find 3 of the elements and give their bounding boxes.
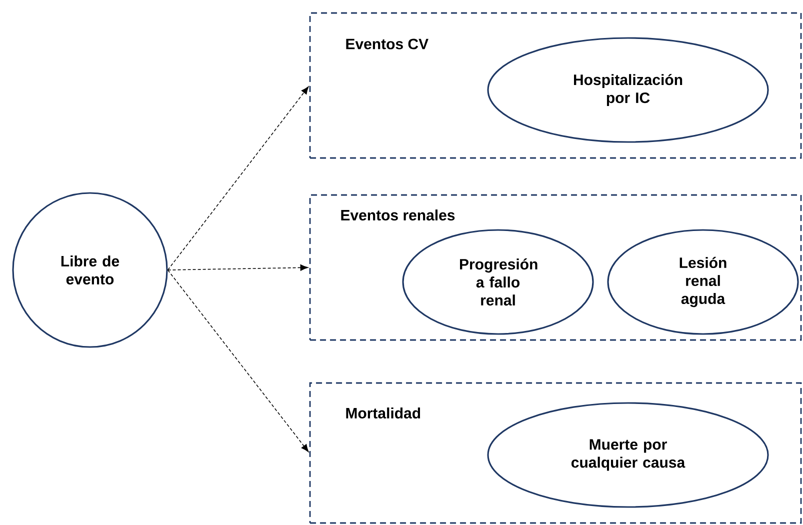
arrow <box>167 264 308 271</box>
arrow <box>167 270 309 452</box>
arrow <box>167 86 309 270</box>
